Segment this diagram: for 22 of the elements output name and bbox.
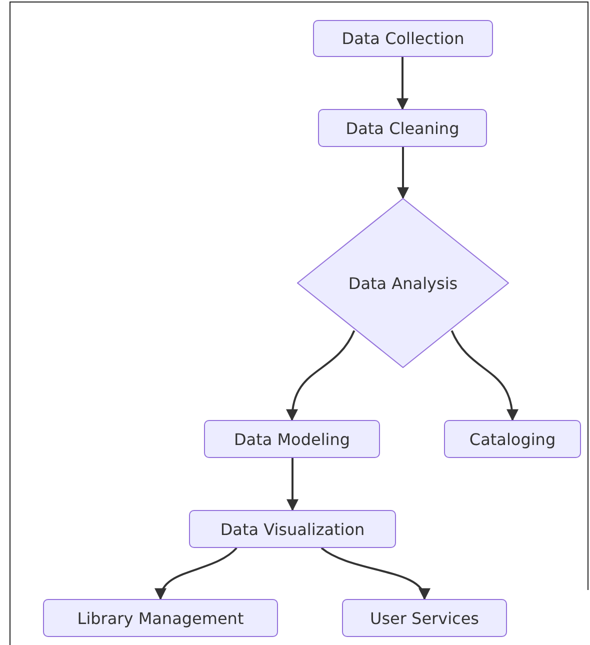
node-label: User Services [370, 608, 480, 628]
node-label: Library Management [77, 608, 244, 628]
node-label: Data Visualization [220, 520, 365, 538]
process-box [204, 420, 380, 458]
process-box [342, 599, 507, 637]
arrow [450, 330, 518, 422]
node-label: Cataloging [469, 430, 556, 448]
process-box [444, 420, 581, 458]
arrow [286, 458, 298, 512]
process-box [189, 510, 396, 548]
arrow [320, 547, 428, 600]
process-box [43, 599, 278, 637]
process-box [318, 109, 487, 147]
process-box [313, 20, 493, 57]
arrow [156, 547, 238, 600]
arrow [397, 147, 409, 200]
node-label: Data Cleaning [346, 118, 460, 138]
arrow [396, 57, 408, 110]
arrow [286, 330, 356, 422]
node-label: Data Analysis [348, 274, 458, 292]
node-label: Data Modeling [234, 430, 350, 448]
node-label: Data Collection [342, 29, 464, 48]
